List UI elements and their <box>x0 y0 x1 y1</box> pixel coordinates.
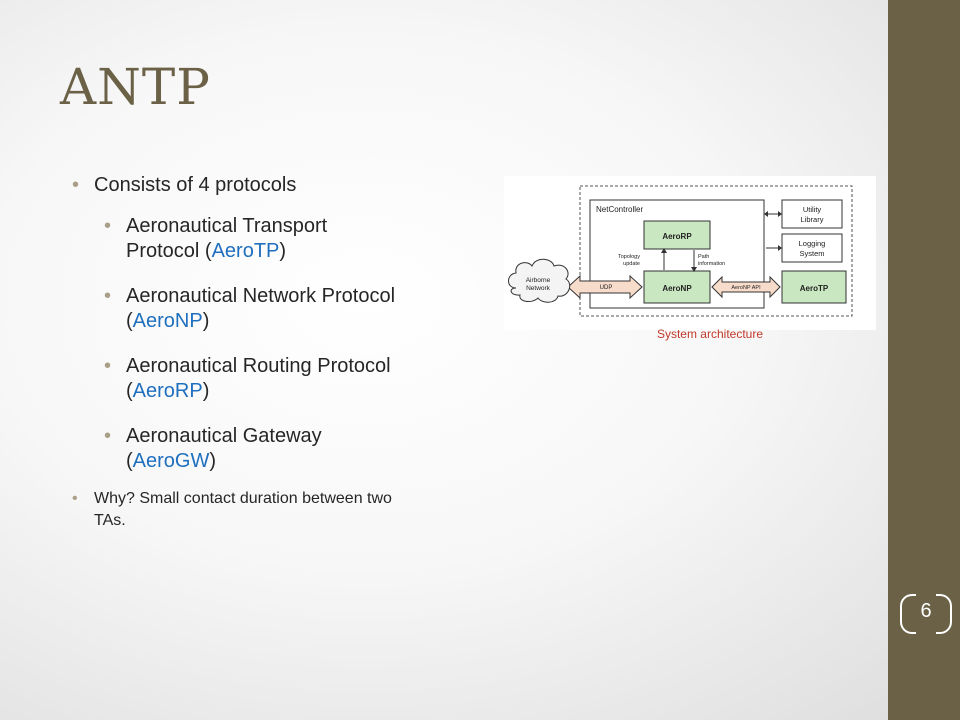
architecture-svg: NetController AeroRP AeroNP Topology upd… <box>508 185 853 317</box>
aerorp-box <box>643 220 711 250</box>
bullet-aerotp: Aeronautical Transport Protocol (AeroTP) <box>72 214 402 264</box>
netcontroller-label: NetController <box>596 205 643 214</box>
aeronp-api-arrow <box>711 275 781 299</box>
figure-caption: System architecture <box>656 327 764 341</box>
airborne-label-2: Network <box>526 285 551 292</box>
page-number-badge: 6 <box>896 592 956 634</box>
aerotp-link[interactable]: AeroTP <box>211 240 280 262</box>
udp-arrow <box>567 274 643 300</box>
aeronp-box <box>643 270 711 304</box>
aerotp-box <box>781 270 847 304</box>
aerogw-link[interactable]: AeroGW <box>132 450 210 472</box>
aeronp-link[interactable]: AeroNP <box>132 310 203 332</box>
topology-label-1: Topology <box>618 254 640 260</box>
outer-frame <box>579 185 853 317</box>
right-bracket <box>936 594 952 634</box>
bullet-why: Why? Small contact duration between two … <box>72 488 402 532</box>
logging-arrowhead <box>778 245 782 251</box>
utility-arrowhead-left <box>764 211 768 217</box>
bullet-aeronp: Aeronautical Network Protocol (AeroNP) <box>72 284 402 334</box>
bullet-list: Consists of 4 protocols Aeronautical Tra… <box>72 172 402 548</box>
architecture-diagram: NetController AeroRP AeroNP Topology upd… <box>504 176 876 330</box>
aerotp-label: AeroTP <box>800 284 829 293</box>
utility-arrowhead-right <box>778 211 782 217</box>
path-arrowhead <box>691 267 697 272</box>
udp-label: UDP <box>600 285 613 291</box>
bullet-protocols: Consists of 4 protocols <box>72 172 402 198</box>
path-label-2: information <box>698 261 725 267</box>
bullet-aerogw: Aeronautical Gateway (AeroGW) <box>72 424 402 474</box>
aerorp-link[interactable]: AeroRP <box>132 380 203 402</box>
topology-arrowhead <box>661 248 667 253</box>
logging-label-1: Logging <box>799 239 826 248</box>
utility-label-2: Library <box>801 215 824 224</box>
slide-title: ANTP <box>60 58 211 116</box>
topology-label-2: update <box>623 261 640 267</box>
aerorp-label: AeroRP <box>662 232 692 241</box>
airborne-label-1: Airborne <box>526 277 551 284</box>
path-label-1: Path <box>698 254 709 260</box>
aeronp-label: AeroNP <box>662 284 692 293</box>
utility-library-box <box>781 199 843 229</box>
logging-label-2: System <box>799 249 824 258</box>
logging-system-box <box>781 233 843 263</box>
airborne-network-cloud <box>508 258 571 303</box>
aeronp-api-label: AeroNP API <box>731 285 761 291</box>
page-number: 6 <box>920 600 932 622</box>
left-bracket <box>900 594 916 634</box>
utility-label-1: Utility <box>803 205 822 214</box>
bullet-aerorp: Aeronautical Routing Protocol (AeroRP) <box>72 354 402 404</box>
